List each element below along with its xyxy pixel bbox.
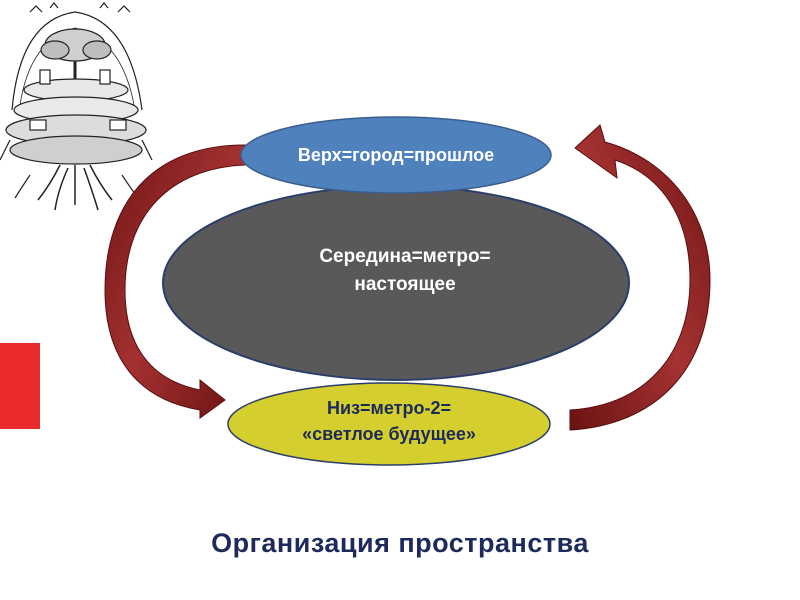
right-cycle-arrow	[569, 124, 711, 431]
middle-label-line1: Середина=метро=	[319, 246, 490, 267]
top-label: Верх=город=прошлое	[298, 145, 494, 165]
bottom-ellipse: Низ=метро-2= «светлое будущее»	[227, 382, 551, 466]
left-cycle-arrow	[104, 144, 246, 419]
middle-label-line2: настоящее	[354, 274, 455, 295]
accent-bar	[0, 343, 40, 429]
world-tree-illustration	[0, 2, 153, 211]
page-title: Организация пространства	[211, 528, 589, 558]
bottom-label-line1: Низ=метро-2=	[327, 398, 451, 418]
middle-ellipse: Середина=метро= настоящее	[162, 185, 630, 381]
top-ellipse: Верх=город=прошлое	[240, 116, 552, 194]
bottom-label-line2: «светлое будущее»	[302, 424, 476, 444]
